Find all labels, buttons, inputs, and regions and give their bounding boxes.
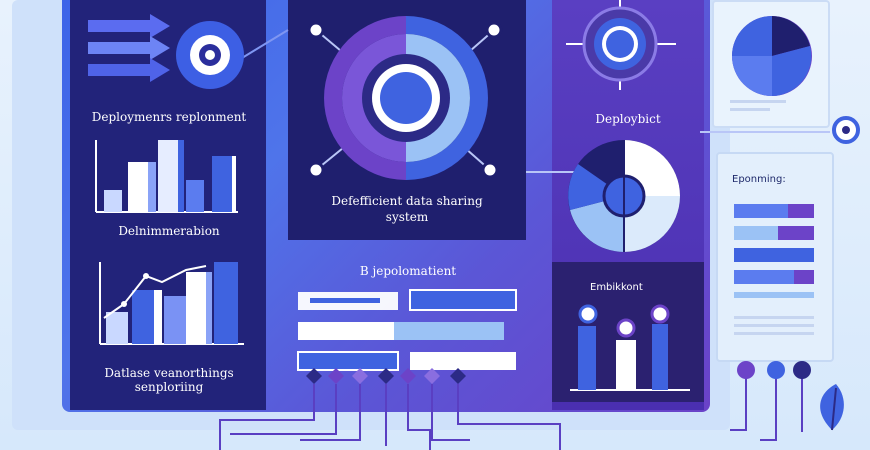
far-right-label: Eponming: xyxy=(732,174,786,185)
center-lower-label: B jepolomatient xyxy=(359,264,457,278)
left-top-label: Deploymenrs replonment xyxy=(91,110,247,124)
right-bars xyxy=(570,304,690,391)
left-mid-label: Delnimmerabion xyxy=(118,224,220,238)
center-caption-2: system xyxy=(385,210,429,224)
right-top-label: Deploybict xyxy=(595,112,661,126)
pin-icon xyxy=(219,378,803,450)
pie-chart-icon xyxy=(568,140,680,252)
arrow-icon xyxy=(88,14,170,82)
small-pie-icon xyxy=(730,16,860,144)
list-bars xyxy=(734,204,814,335)
bar-chart-bottom xyxy=(99,262,244,345)
target-icon xyxy=(176,21,289,89)
left-bottom-label-1: Datlase veanorthings xyxy=(104,366,234,380)
leaf-icon xyxy=(820,384,844,431)
input-bars xyxy=(297,289,517,371)
left-bottom-label-2: senploriing xyxy=(134,380,204,394)
right-mid-label: Embikkont xyxy=(590,282,643,293)
center-caption-1: Defefficient data sharing xyxy=(331,194,483,208)
donut-chart-icon xyxy=(307,16,503,180)
crosshair-icon xyxy=(566,0,676,90)
bar-chart-top xyxy=(95,140,238,213)
